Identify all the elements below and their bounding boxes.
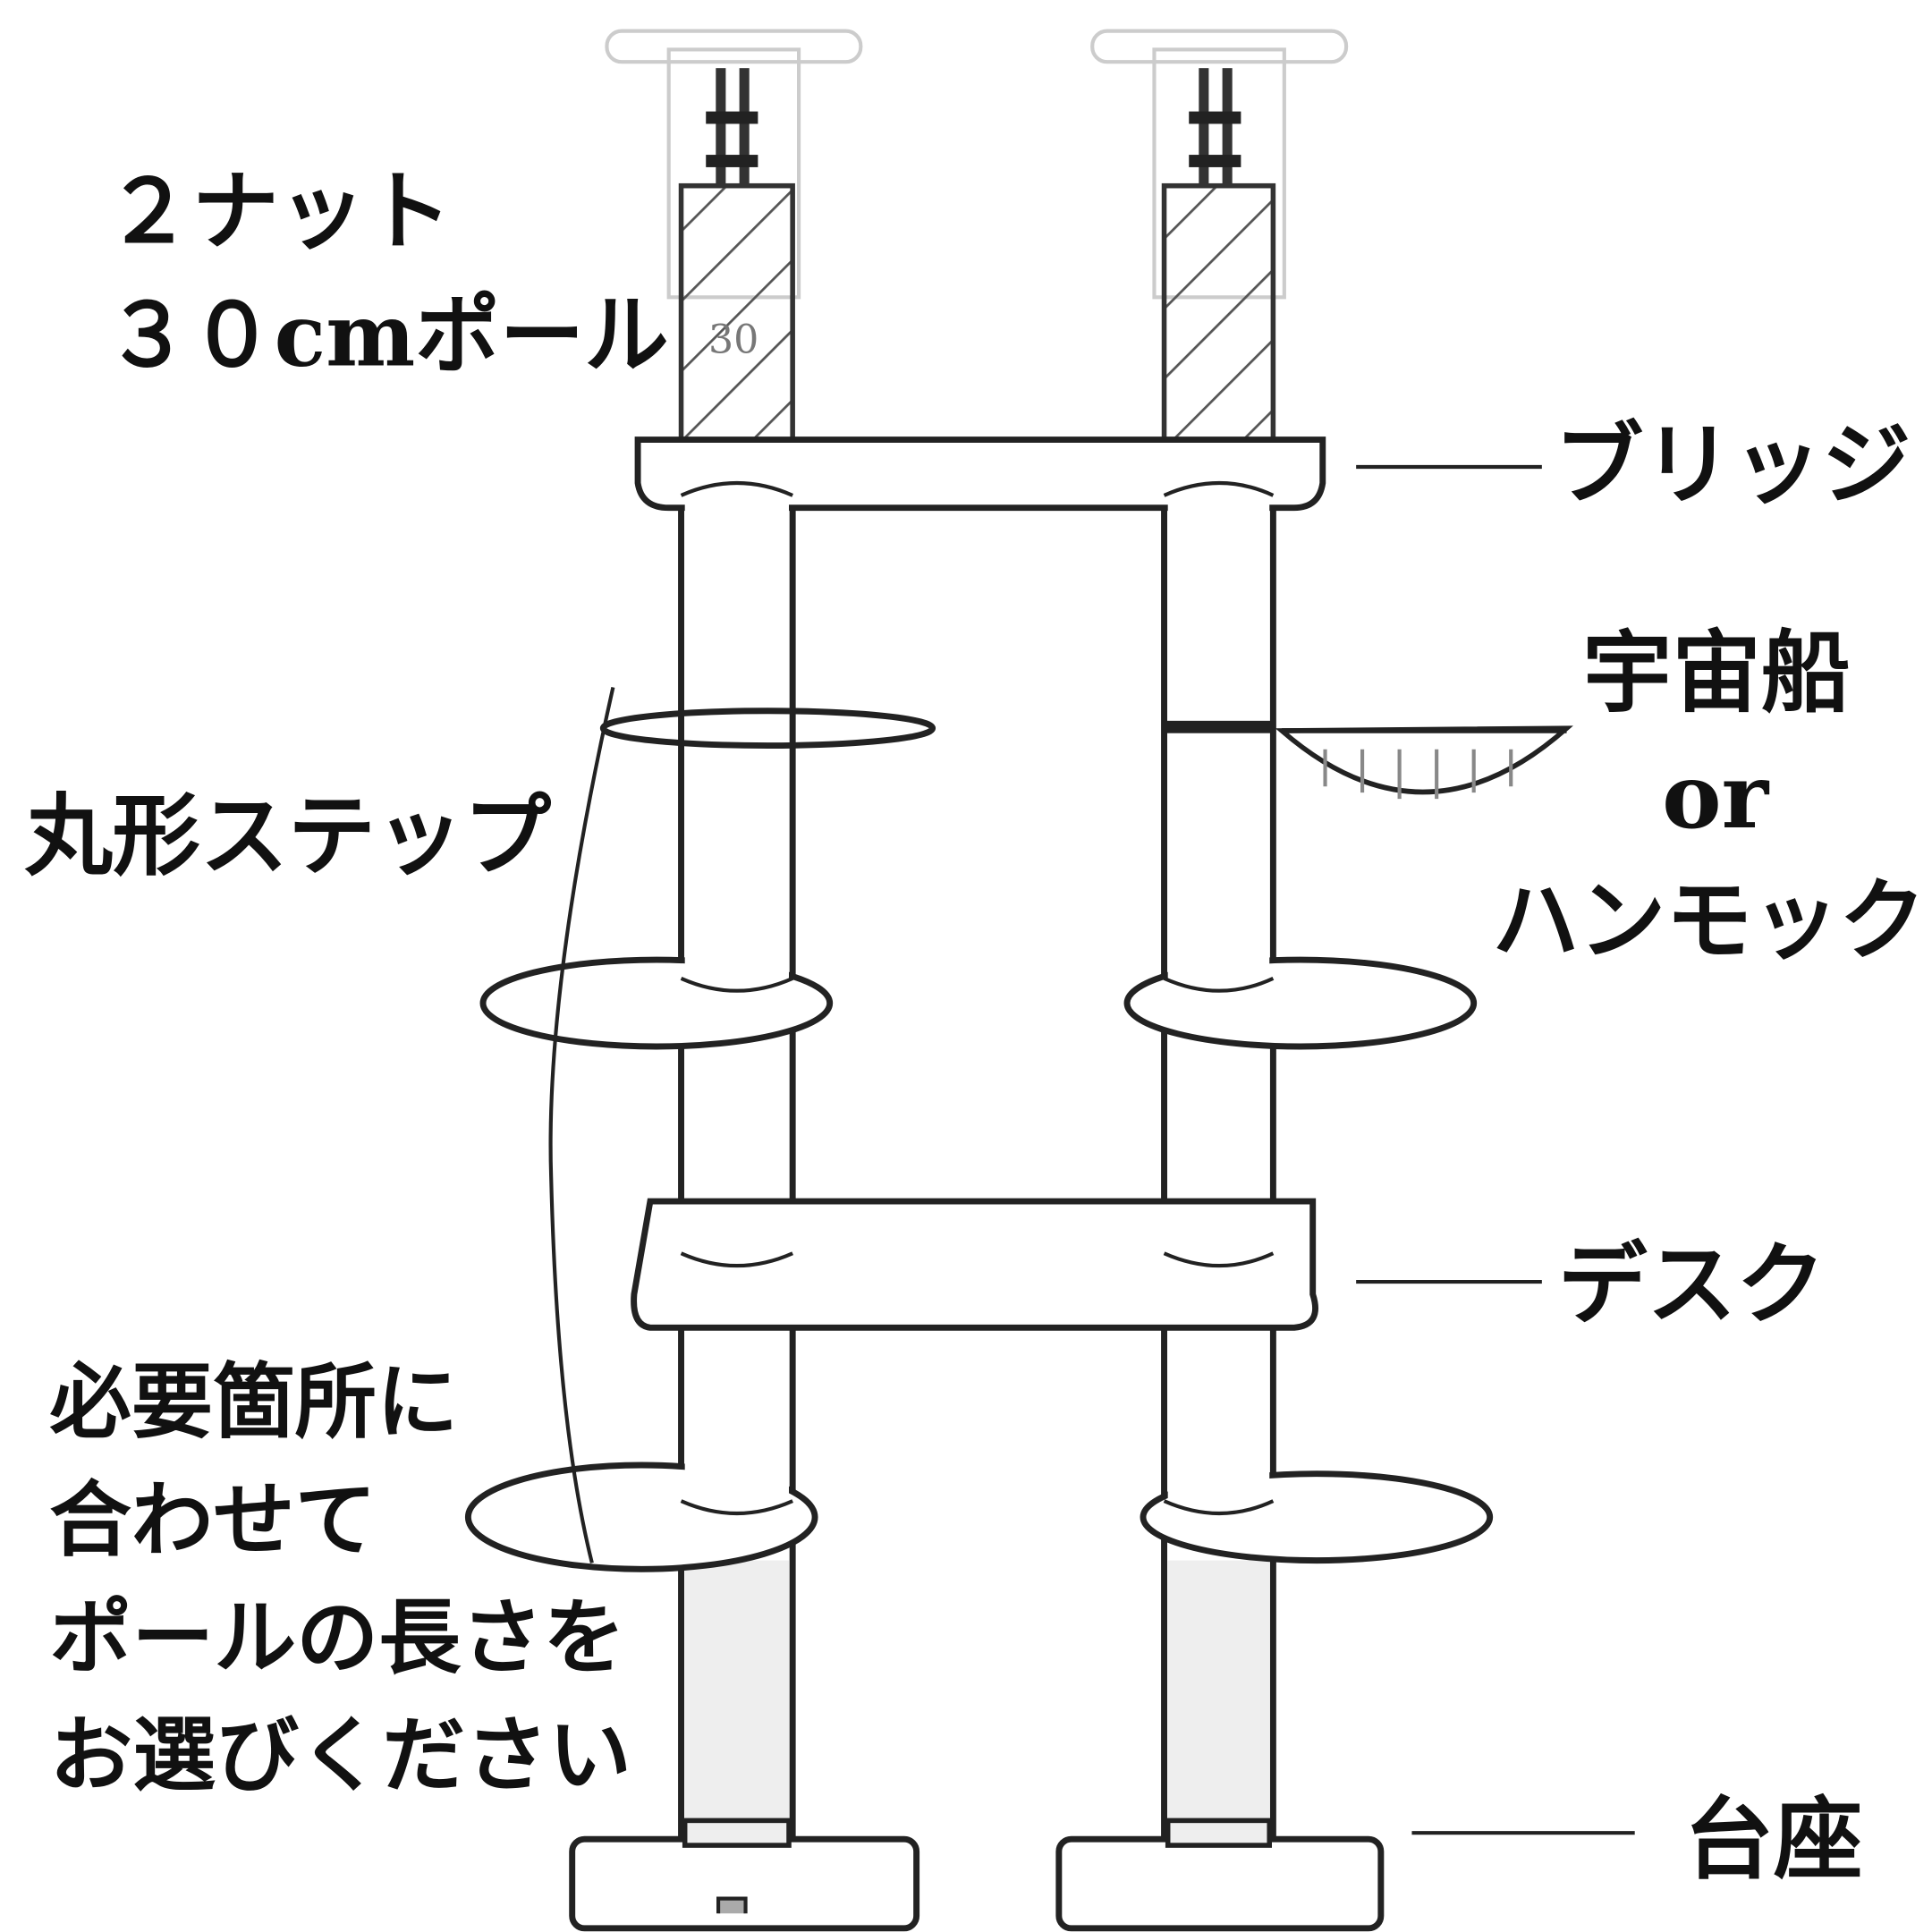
pole-30cm-left [678,182,795,449]
note-line-4: お選びください [49,1707,631,1803]
pole-30cm-right [1161,182,1276,449]
pole-30cm-label: ３０cmポール [106,284,669,386]
hammock [1161,720,1573,800]
bridge-label: ブリッジ [1555,411,1911,517]
note-line-2: 合わせて [49,1471,377,1568]
base-right [1055,1835,1385,1932]
base-left [569,1835,920,1932]
round-step-label: 丸形ステップ [24,783,552,888]
or-label: or [1662,743,1769,849]
desk-label: デスク [1558,1231,1826,1336]
bridge-shelf [634,436,1326,512]
hammock-label: ハンモック [1492,867,1926,972]
note-line-1: 必要箇所に [49,1353,458,1450]
desk-shelf [631,1198,1318,1331]
base-label: 台座 [1684,1786,1862,1892]
spaceship-label: 宇宙船 [1583,619,1851,724]
nut-label: ２ナット [106,160,453,262]
note-line-3: ポールの長さを [49,1589,625,1685]
pole-mark-label: 30 [708,318,758,363]
pole-length-bracket [548,687,615,1563]
ceiling-fitting-left [605,29,863,300]
